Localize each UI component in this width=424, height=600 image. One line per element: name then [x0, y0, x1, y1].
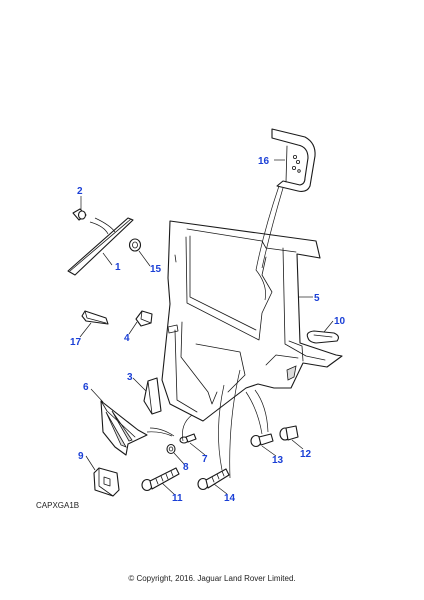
part-3-cover-plate: [143, 377, 162, 415]
callout-17: 17: [70, 337, 82, 348]
part-6-lower-trim: [100, 400, 148, 456]
part-14-long-screw: [197, 468, 230, 491]
callout-1: 1: [115, 262, 121, 273]
callout-16: 16: [258, 156, 270, 167]
part-7-screw: [179, 433, 197, 444]
part-11-long-screw: [141, 467, 180, 492]
part-10-handle: [306, 330, 339, 344]
part-15-grommet: [128, 238, 142, 252]
part-9-clip-block: [93, 467, 120, 497]
callout-15: 15: [150, 264, 162, 275]
part-5-quarter-trim-panel: [161, 220, 343, 422]
callout-3: 3: [127, 372, 133, 383]
part-12-plug: [279, 425, 299, 441]
callout-8: 8: [183, 462, 189, 473]
copyright-notice: © Copyright, 2016. Jaguar Land Rover Lim…: [128, 574, 296, 583]
part-16-upper-trim-bracket: [271, 128, 316, 192]
part-2-push-clip: [72, 208, 87, 221]
callout-13: 13: [272, 455, 284, 466]
part-1-trim-strip: [67, 217, 134, 276]
callout-7: 7: [202, 454, 208, 465]
callout-10: 10: [334, 316, 346, 327]
callout-4: 4: [124, 333, 130, 344]
part-13-push-rivet: [250, 433, 274, 448]
part-8-nut: [166, 443, 176, 455]
callout-12: 12: [300, 449, 312, 460]
callout-5: 5: [314, 293, 320, 304]
callout-11: 11: [172, 493, 183, 504]
callout-2: 2: [77, 186, 83, 197]
callout-14: 14: [224, 493, 236, 504]
part-4-retainer-clip: [135, 310, 153, 327]
callout-9: 9: [78, 451, 84, 462]
callout-6: 6: [83, 382, 89, 393]
part-17-trim-clip: [81, 310, 109, 325]
drawing-code: CAPXGA1B: [36, 501, 80, 510]
